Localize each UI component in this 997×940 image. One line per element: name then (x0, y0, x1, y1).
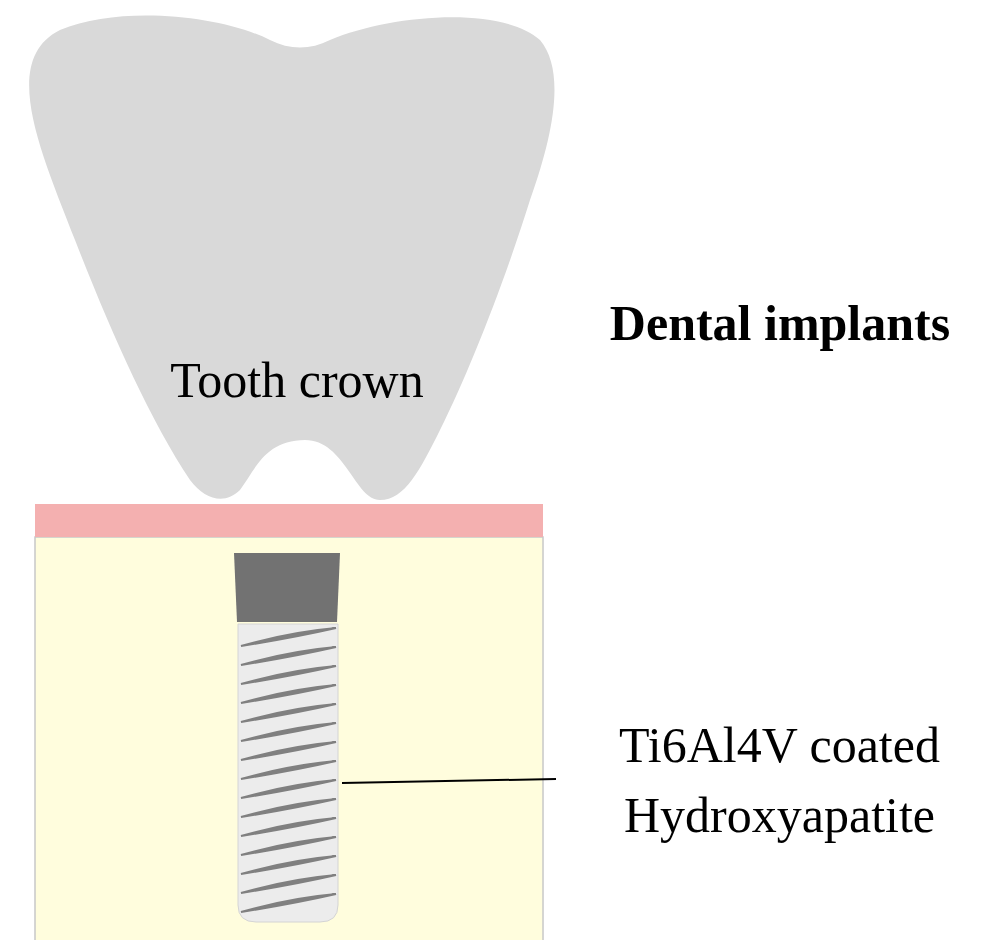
thread-stroke (241, 685, 336, 703)
thread-stroke (241, 837, 336, 855)
thread-stroke (241, 628, 336, 646)
thread-stroke (241, 799, 336, 817)
thread-stroke (241, 723, 336, 741)
node-label: Tooth crown (170, 351, 423, 409)
thread-stroke (241, 875, 336, 893)
tooth-outline (10, 10, 555, 502)
screw-threads (241, 628, 336, 912)
thread-stroke (241, 818, 336, 836)
tooth-crown-shape: Tooth crown (10, 10, 555, 502)
leader-line (342, 779, 556, 783)
abutment (234, 553, 340, 622)
thread-stroke (241, 742, 336, 760)
diagram-title: Dental implants (610, 294, 950, 352)
implant-screw (234, 553, 340, 922)
thread-stroke (241, 894, 336, 912)
thread-stroke (241, 704, 336, 722)
gum (35, 504, 543, 537)
thread-stroke (241, 666, 336, 684)
thread-stroke (241, 761, 336, 779)
tooth-fill (29, 16, 554, 500)
material-label: Ti6Al4V coated Hydroxyapatite (572, 710, 987, 850)
thread-stroke (241, 647, 336, 665)
bone (35, 537, 543, 940)
screw-body (238, 624, 338, 922)
thread-stroke (241, 780, 336, 798)
thread-stroke (241, 856, 336, 874)
